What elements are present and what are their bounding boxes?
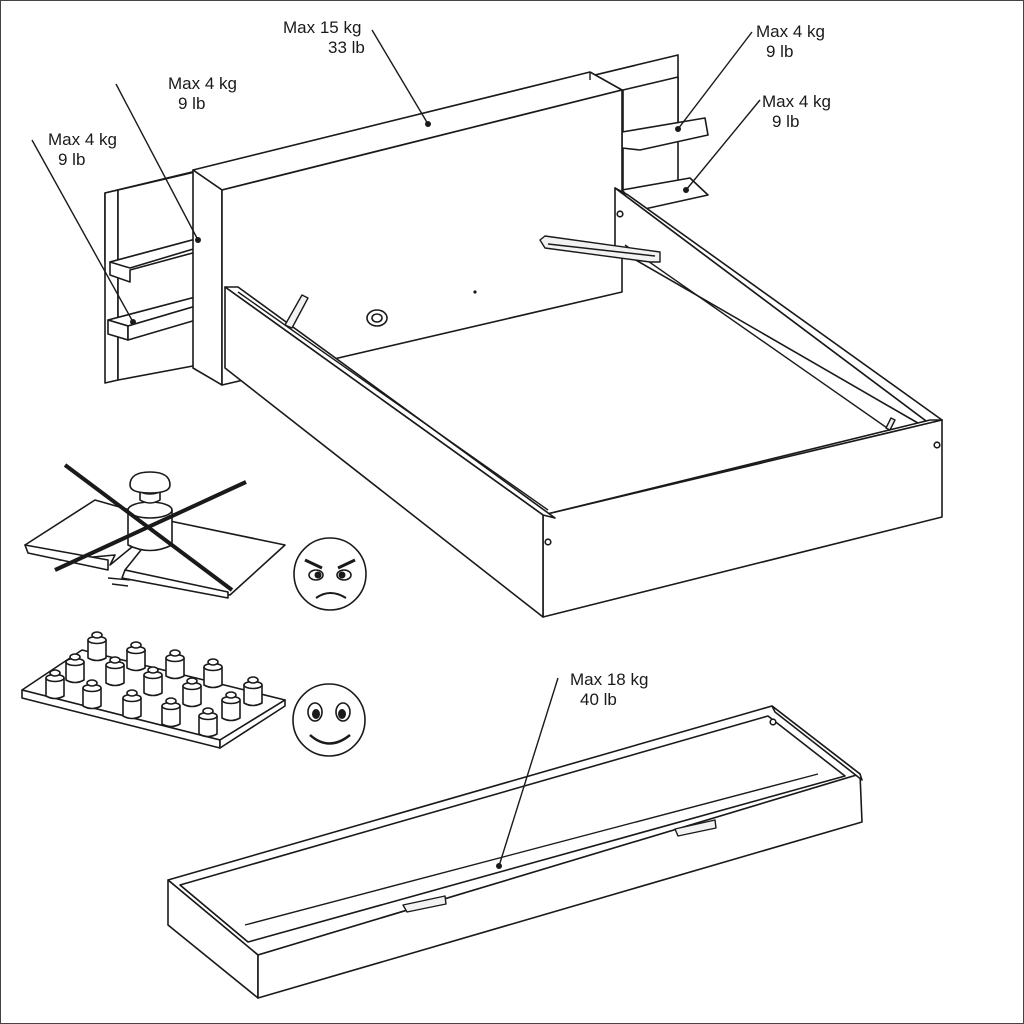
small-weight-icon	[165, 649, 185, 680]
small-weight-icon	[161, 697, 181, 728]
small-weight-icon	[65, 653, 85, 684]
headboard-load-lb: 33 lb	[328, 38, 365, 57]
drawer-load-label: Max 18 kg 40 lb	[570, 670, 648, 710]
small-weight-icon	[87, 631, 107, 662]
shelf-left-upper-load-label: Max 4 kg 9 lb	[168, 74, 237, 114]
shelf-left-upper-load-kg: Max 4 kg	[168, 74, 237, 93]
shelf-right-lower-load-label: Max 4 kg 9 lb	[762, 92, 831, 132]
shelf-right-upper-load-label: Max 4 kg 9 lb	[756, 22, 825, 62]
left-rail-outer	[224, 286, 544, 618]
footboard-front	[542, 419, 943, 618]
weight-group	[45, 631, 263, 738]
small-weight-icon	[243, 676, 263, 707]
small-weight-icon	[126, 641, 146, 672]
small-weight-icon	[82, 679, 102, 710]
small-weight-icon	[203, 658, 223, 689]
headboard-load-kg: Max 15 kg	[283, 18, 362, 37]
small-weight-icon	[45, 669, 65, 700]
shelf-left-lower-load-lb: 9 lb	[58, 150, 86, 169]
right-rail-inner	[614, 187, 931, 431]
crossed-out-concentrated-weight-icon	[24, 463, 286, 599]
shelf-right-lower-load-kg: Max 4 kg	[762, 92, 831, 111]
bent-board-left-edge	[24, 544, 109, 571]
small-weight-icon	[143, 666, 163, 697]
headboard-load-label: Max 15 kg 33 lb	[283, 18, 365, 58]
angry-face-icon	[293, 537, 367, 611]
small-weight-icon	[182, 677, 202, 708]
small-weight-icon	[198, 707, 218, 738]
drawer-handle-left	[402, 895, 447, 913]
headboard-front	[221, 89, 623, 386]
shelf-left-lower-load-kg: Max 4 kg	[48, 130, 117, 149]
small-weight-icon	[221, 691, 241, 722]
drawer-front	[257, 773, 863, 999]
drawer-handle-right	[674, 819, 717, 837]
drawer	[167, 705, 863, 999]
shelf-right-upper-load-lb: 9 lb	[766, 42, 794, 61]
shelf-left-upper-load-lb: 9 lb	[178, 94, 206, 113]
corner-bracket-right	[885, 417, 896, 431]
small-weight-icon	[122, 689, 142, 720]
happy-face-icon	[292, 683, 366, 757]
metal-bracket	[539, 235, 661, 263]
drawer-load-lb: 40 lb	[580, 690, 617, 709]
back-panel-left-edge	[104, 189, 119, 384]
shelf-right-upper-load-kg: Max 4 kg	[756, 22, 825, 41]
headboard-left-side	[192, 169, 223, 386]
bent-board-right-edge	[121, 569, 229, 599]
small-weight-icon	[105, 656, 125, 687]
shelf-left-lower-load-label: Max 4 kg 9 lb	[48, 130, 117, 170]
shelf-right-lower-load-lb: 9 lb	[772, 112, 800, 131]
corner-bracket	[284, 294, 309, 329]
bed-frame	[224, 187, 943, 618]
leader-lines	[31, 29, 761, 869]
headboard-assembly	[104, 54, 709, 386]
right-rail-top	[614, 187, 943, 425]
drawer-load-kg: Max 18 kg	[570, 670, 649, 689]
